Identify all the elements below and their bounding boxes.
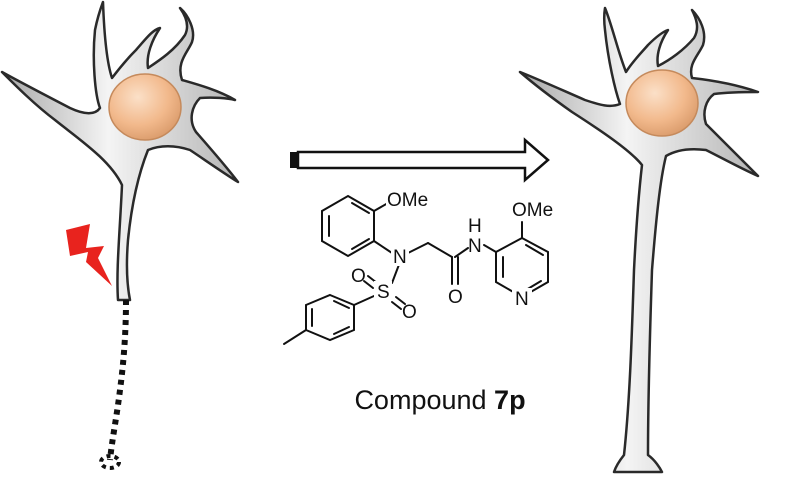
label-nh-n: N — [468, 236, 482, 257]
label-pyridine-n: N — [515, 289, 529, 310]
right-neuron-nucleus — [625, 69, 699, 137]
label-methoxy-right: OMe — [512, 200, 553, 221]
right-neuron — [518, 6, 760, 474]
chemical-structure — [283, 194, 549, 345]
injury-lightning-icon — [66, 224, 112, 286]
caption-compound-id: 7p — [494, 385, 526, 415]
arrow-tail-marker — [290, 152, 298, 168]
caption-prefix: Compound — [354, 385, 487, 415]
compound-caption: Compound 7p — [320, 385, 560, 416]
label-sulfur: S — [377, 282, 390, 303]
chemical-labels: OMe N S O O O H N OMe N — [351, 188, 564, 323]
label-oxygen-carbonyl: O — [448, 287, 463, 308]
left-neuron-nucleus — [108, 73, 182, 141]
label-nh-h: H — [468, 216, 482, 237]
label-n-sulfonamide: N — [393, 247, 407, 268]
left-neuron — [0, 0, 240, 470]
left-axon-fragment — [99, 454, 121, 470]
label-oxygen-s2: O — [402, 302, 417, 323]
left-neuron-body — [0, 0, 240, 302]
label-oxygen-s1: O — [351, 266, 366, 287]
right-neuron-body — [518, 6, 760, 474]
label-methoxy-top: OMe — [387, 190, 428, 211]
left-degenerated-axon — [107, 299, 129, 461]
reaction-arrow — [290, 137, 550, 183]
tolyl-ring — [305, 293, 355, 342]
arrow-shaft — [296, 137, 550, 183]
